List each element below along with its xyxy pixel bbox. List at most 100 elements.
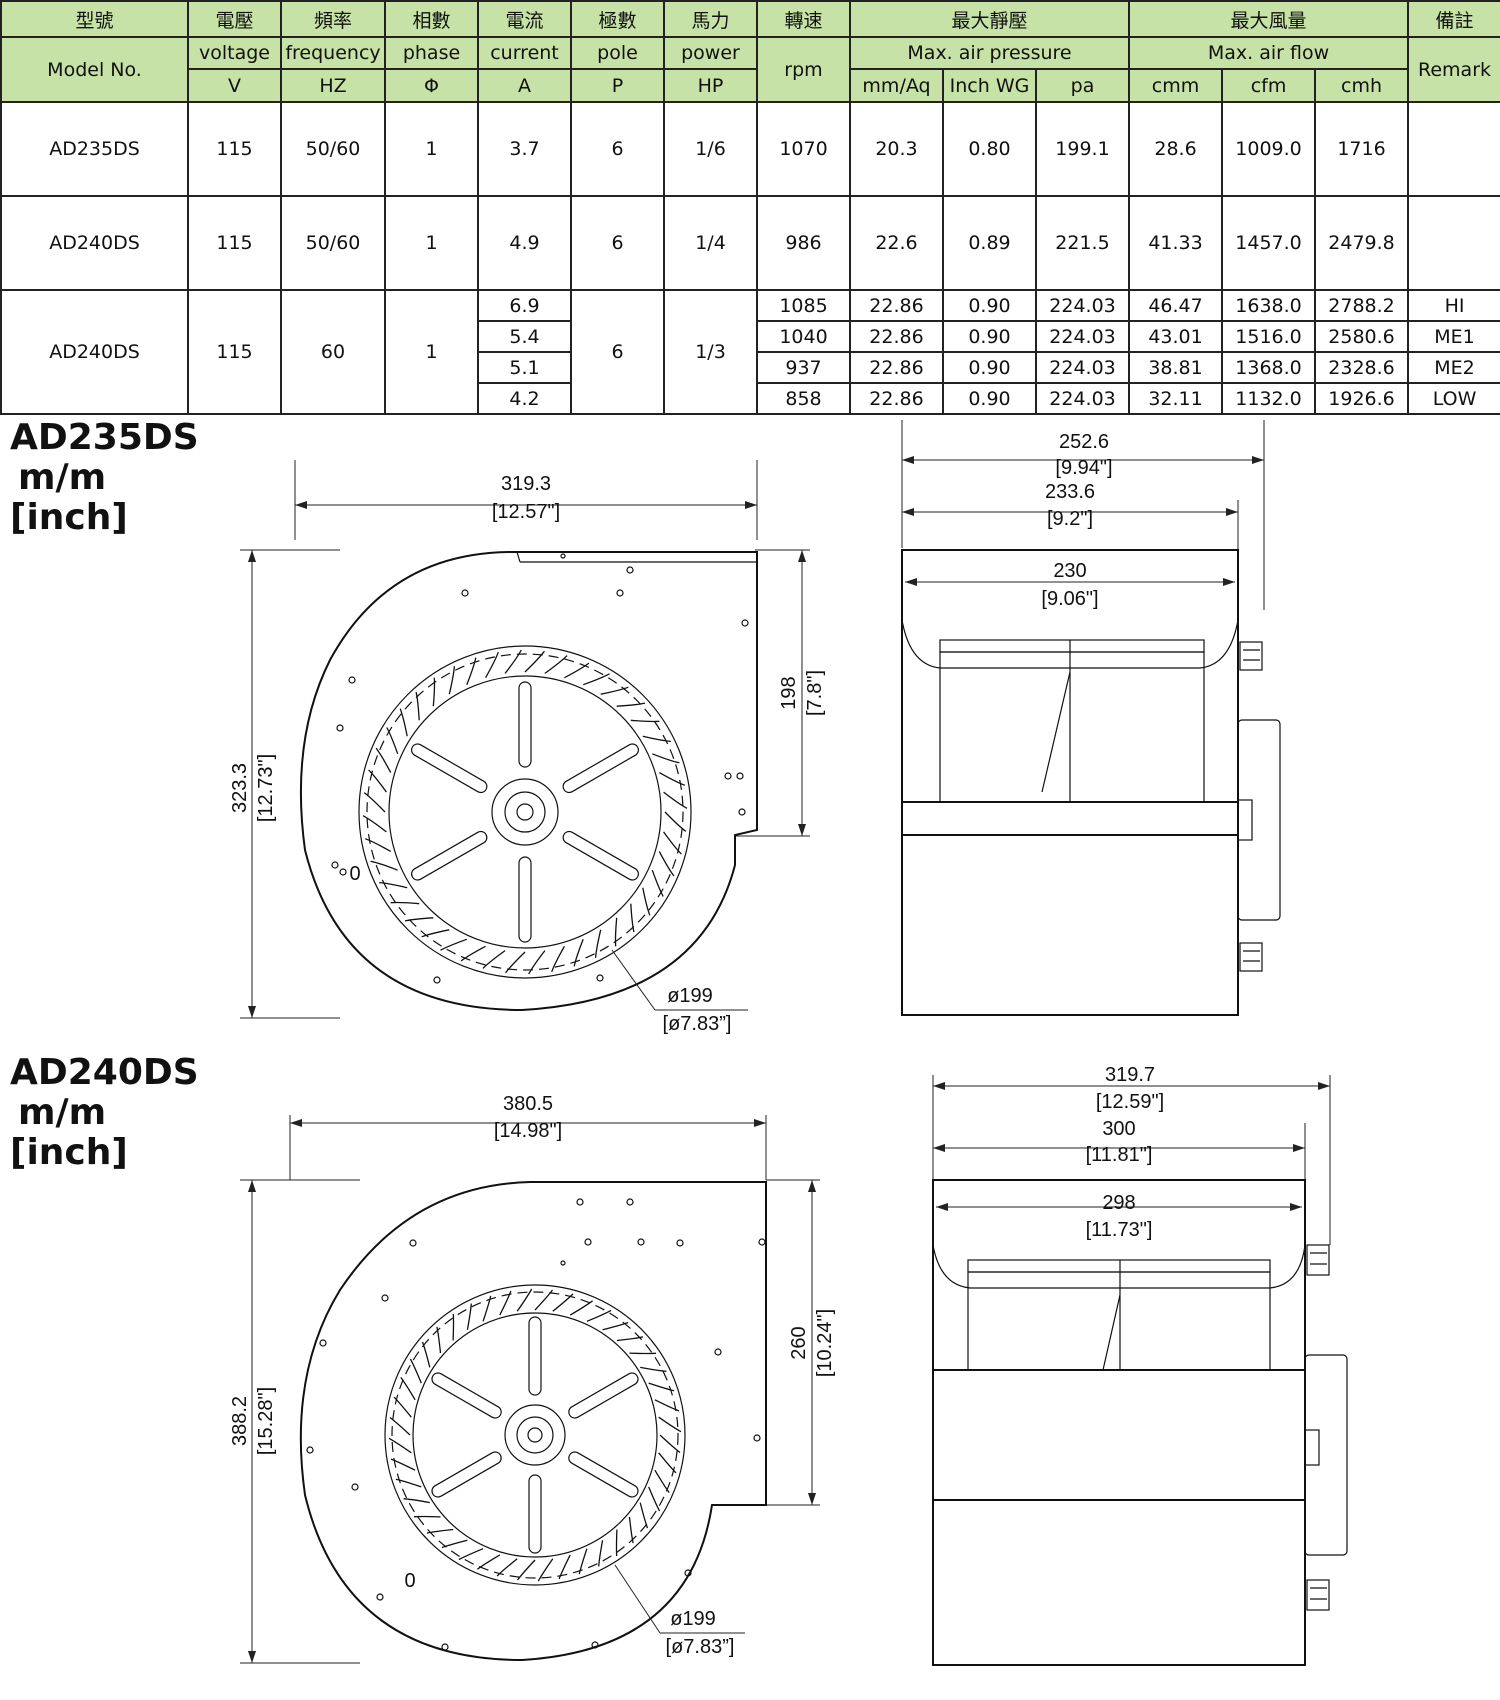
impeller-outer [384, 1284, 686, 1586]
impeller-blade [528, 950, 546, 975]
impeller-blade [616, 702, 646, 707]
height-dimension: 388.2 [15.28"] [229, 1179, 360, 1664]
side-inner-inch: [9.06"] [1041, 588, 1098, 610]
cell-mmaq: 22.86 [849, 289, 944, 322]
header-current: current [477, 36, 572, 70]
width-inch: [14.98"] [494, 1120, 562, 1142]
unit-current: A [477, 68, 572, 103]
side-body-inch: [9.2"] [1047, 508, 1093, 530]
cell-voltage: 115 [187, 195, 282, 291]
outlet-dimension: 260 [10.24"] [766, 1179, 836, 1506]
cell-cmh: 2788.2 [1314, 289, 1410, 322]
motor-end [1304, 1354, 1348, 1556]
impeller-blade [640, 1366, 667, 1372]
impeller-blade [658, 772, 686, 786]
impeller-blade [393, 1396, 412, 1418]
header-pole: pole [570, 36, 665, 70]
cell-remark: LOW [1407, 382, 1500, 415]
unit-pa: pa [1034, 68, 1131, 103]
housing-holes [331, 553, 749, 984]
impeller-blade [654, 1399, 680, 1412]
impeller-blade [558, 1554, 571, 1580]
cell-pa: 224.03 [1034, 289, 1131, 322]
cell-mmaq: 22.86 [849, 351, 944, 384]
width-dimension: 380.5 [14.98"] [289, 1093, 767, 1180]
impeller-blade [630, 719, 660, 723]
side-inner-inch: [11.73"] [1086, 1219, 1153, 1241]
header-phase: phase [384, 36, 479, 70]
impeller-blade [395, 1478, 422, 1488]
impeller-blade [652, 753, 680, 764]
impeller-blade [654, 1469, 670, 1493]
side-body-dimension: 233.6 [9.2"] [902, 481, 1239, 550]
cell-phase: 1 [384, 101, 479, 197]
side-body-dimension: 300 [11.81"] [933, 1118, 1306, 1180]
cell-cmh: 2479.8 [1314, 195, 1410, 291]
side-overall-inch: [9.94"] [1055, 457, 1112, 479]
impeller-blade [388, 1437, 412, 1454]
height-inch: [15.28"] [255, 1387, 277, 1455]
impeller-blade [658, 851, 675, 877]
front-view: 380.5 [14.98"] 388.2 [15.28"] 260 [10.24… [229, 1093, 836, 1664]
side-body-mm: 300 [1102, 1118, 1135, 1140]
impeller-blade [564, 662, 590, 679]
header-rpm: rpm [756, 36, 851, 103]
impeller-blade [586, 1309, 612, 1322]
side-inner-mm: 230 [1053, 560, 1086, 582]
impeller-blade [524, 650, 545, 673]
cell-frequency: 60 [280, 289, 386, 415]
cell-current: 4.2 [477, 382, 572, 415]
impeller-blade [379, 881, 408, 889]
unit-mm-label: m/m [18, 457, 107, 498]
impeller-blade [496, 1558, 518, 1577]
height-mm: 388.2 [229, 1396, 251, 1446]
impeller-blade [537, 1558, 554, 1582]
wheel-inch: [ø7.83”] [666, 1636, 735, 1658]
impeller-blades [388, 1288, 682, 1582]
impeller-blade [598, 1540, 604, 1567]
cell-cmh: 1716 [1314, 101, 1410, 197]
width-mm: 380.5 [503, 1093, 553, 1115]
cell-remark: ME1 [1407, 320, 1500, 353]
impeller-blade [485, 651, 499, 679]
cell-cmm: 46.47 [1128, 289, 1224, 322]
impeller-inner [412, 1312, 658, 1558]
impeller-blade [440, 938, 468, 951]
unit-frequency: HZ [280, 68, 386, 103]
impeller-blade [505, 951, 526, 974]
header-cn-pole: 極數 [570, 0, 665, 38]
side-housing [901, 549, 1239, 1016]
header-cn-airflow: 最大風量 [1128, 0, 1410, 38]
wheel-mm: ø199 [667, 985, 713, 1007]
impeller-blade [663, 791, 688, 809]
impeller-blade [386, 727, 399, 755]
height-inch: [12.73"] [255, 754, 277, 822]
impeller-blade [552, 1293, 574, 1312]
impeller-blade [642, 887, 651, 916]
cell-mmaq: 22.6 [849, 195, 944, 291]
side-overall-inch: [12.59"] [1096, 1091, 1164, 1113]
table-row: AD240DS 115 60 1 6.9 6 1/3 1085 22.86 0.… [0, 289, 1500, 415]
impeller-blade [441, 1539, 468, 1549]
impeller-blade [602, 1321, 629, 1331]
hub [504, 1404, 566, 1466]
cell-cmh: 1926.6 [1314, 382, 1410, 415]
cell-pa: 221.5 [1034, 195, 1131, 291]
impeller-blade [375, 747, 392, 773]
impeller-blade [404, 917, 434, 922]
cell-cmh: 2580.6 [1314, 320, 1410, 353]
header-remark: Remark [1407, 36, 1500, 103]
cell-rpm: 1070 [756, 101, 851, 197]
cell-remark [1407, 101, 1500, 197]
cell-rpm: 1085 [756, 289, 851, 322]
mounting-bolt [1239, 641, 1263, 972]
impeller-blade [499, 1290, 512, 1316]
impeller-blade [436, 1326, 442, 1354]
cell-pa: 224.03 [1034, 351, 1131, 384]
wheel-mm: ø199 [670, 1608, 716, 1630]
impeller-blade [390, 901, 420, 905]
impeller-blade [403, 1498, 430, 1504]
cell-remark: ME2 [1407, 351, 1500, 384]
cell-frequency: 50/60 [280, 101, 386, 197]
cell-current: 3.7 [477, 101, 572, 197]
